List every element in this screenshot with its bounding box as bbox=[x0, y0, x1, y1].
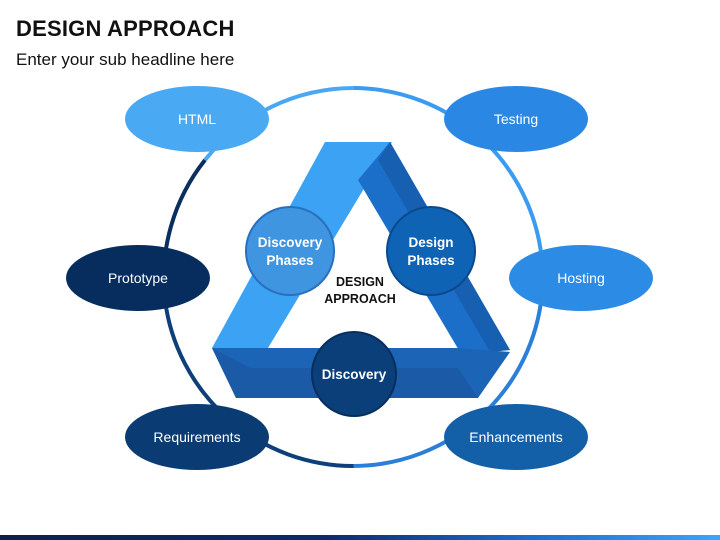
oval-testing-label: Testing bbox=[494, 111, 538, 127]
oval-enhancements-label: Enhancements bbox=[469, 429, 562, 445]
oval-html-label: HTML bbox=[178, 111, 216, 127]
design-phases-line1: Design bbox=[408, 235, 453, 250]
discovery-circle: Discovery bbox=[311, 331, 397, 417]
oval-html: HTML bbox=[125, 86, 269, 152]
design-phases-line2: Phases bbox=[407, 253, 454, 268]
oval-testing: Testing bbox=[444, 86, 588, 152]
design-phases-circle: Design Phases bbox=[386, 206, 476, 296]
page-subtitle: Enter your sub headline here bbox=[16, 50, 235, 69]
discovery-phases-line2: Phases bbox=[266, 253, 313, 268]
discovery-phases-line1: Discovery bbox=[258, 235, 323, 250]
center-title-line1: DESIGN bbox=[336, 275, 384, 289]
center-title-line2: APPROACH bbox=[324, 292, 396, 306]
oval-requirements: Requirements bbox=[125, 404, 269, 470]
oval-hosting: Hosting bbox=[509, 245, 653, 311]
oval-requirements-label: Requirements bbox=[153, 429, 240, 445]
page-title: DESIGN APPROACH bbox=[16, 16, 235, 41]
oval-prototype-label: Prototype bbox=[108, 270, 168, 286]
oval-prototype: Prototype bbox=[66, 245, 210, 311]
oval-enhancements: Enhancements bbox=[444, 404, 588, 470]
discovery-label: Discovery bbox=[322, 367, 387, 382]
bottom-accent-bar bbox=[0, 535, 720, 540]
oval-hosting-label: Hosting bbox=[557, 270, 604, 286]
discovery-phases-circle: Discovery Phases bbox=[245, 206, 335, 296]
